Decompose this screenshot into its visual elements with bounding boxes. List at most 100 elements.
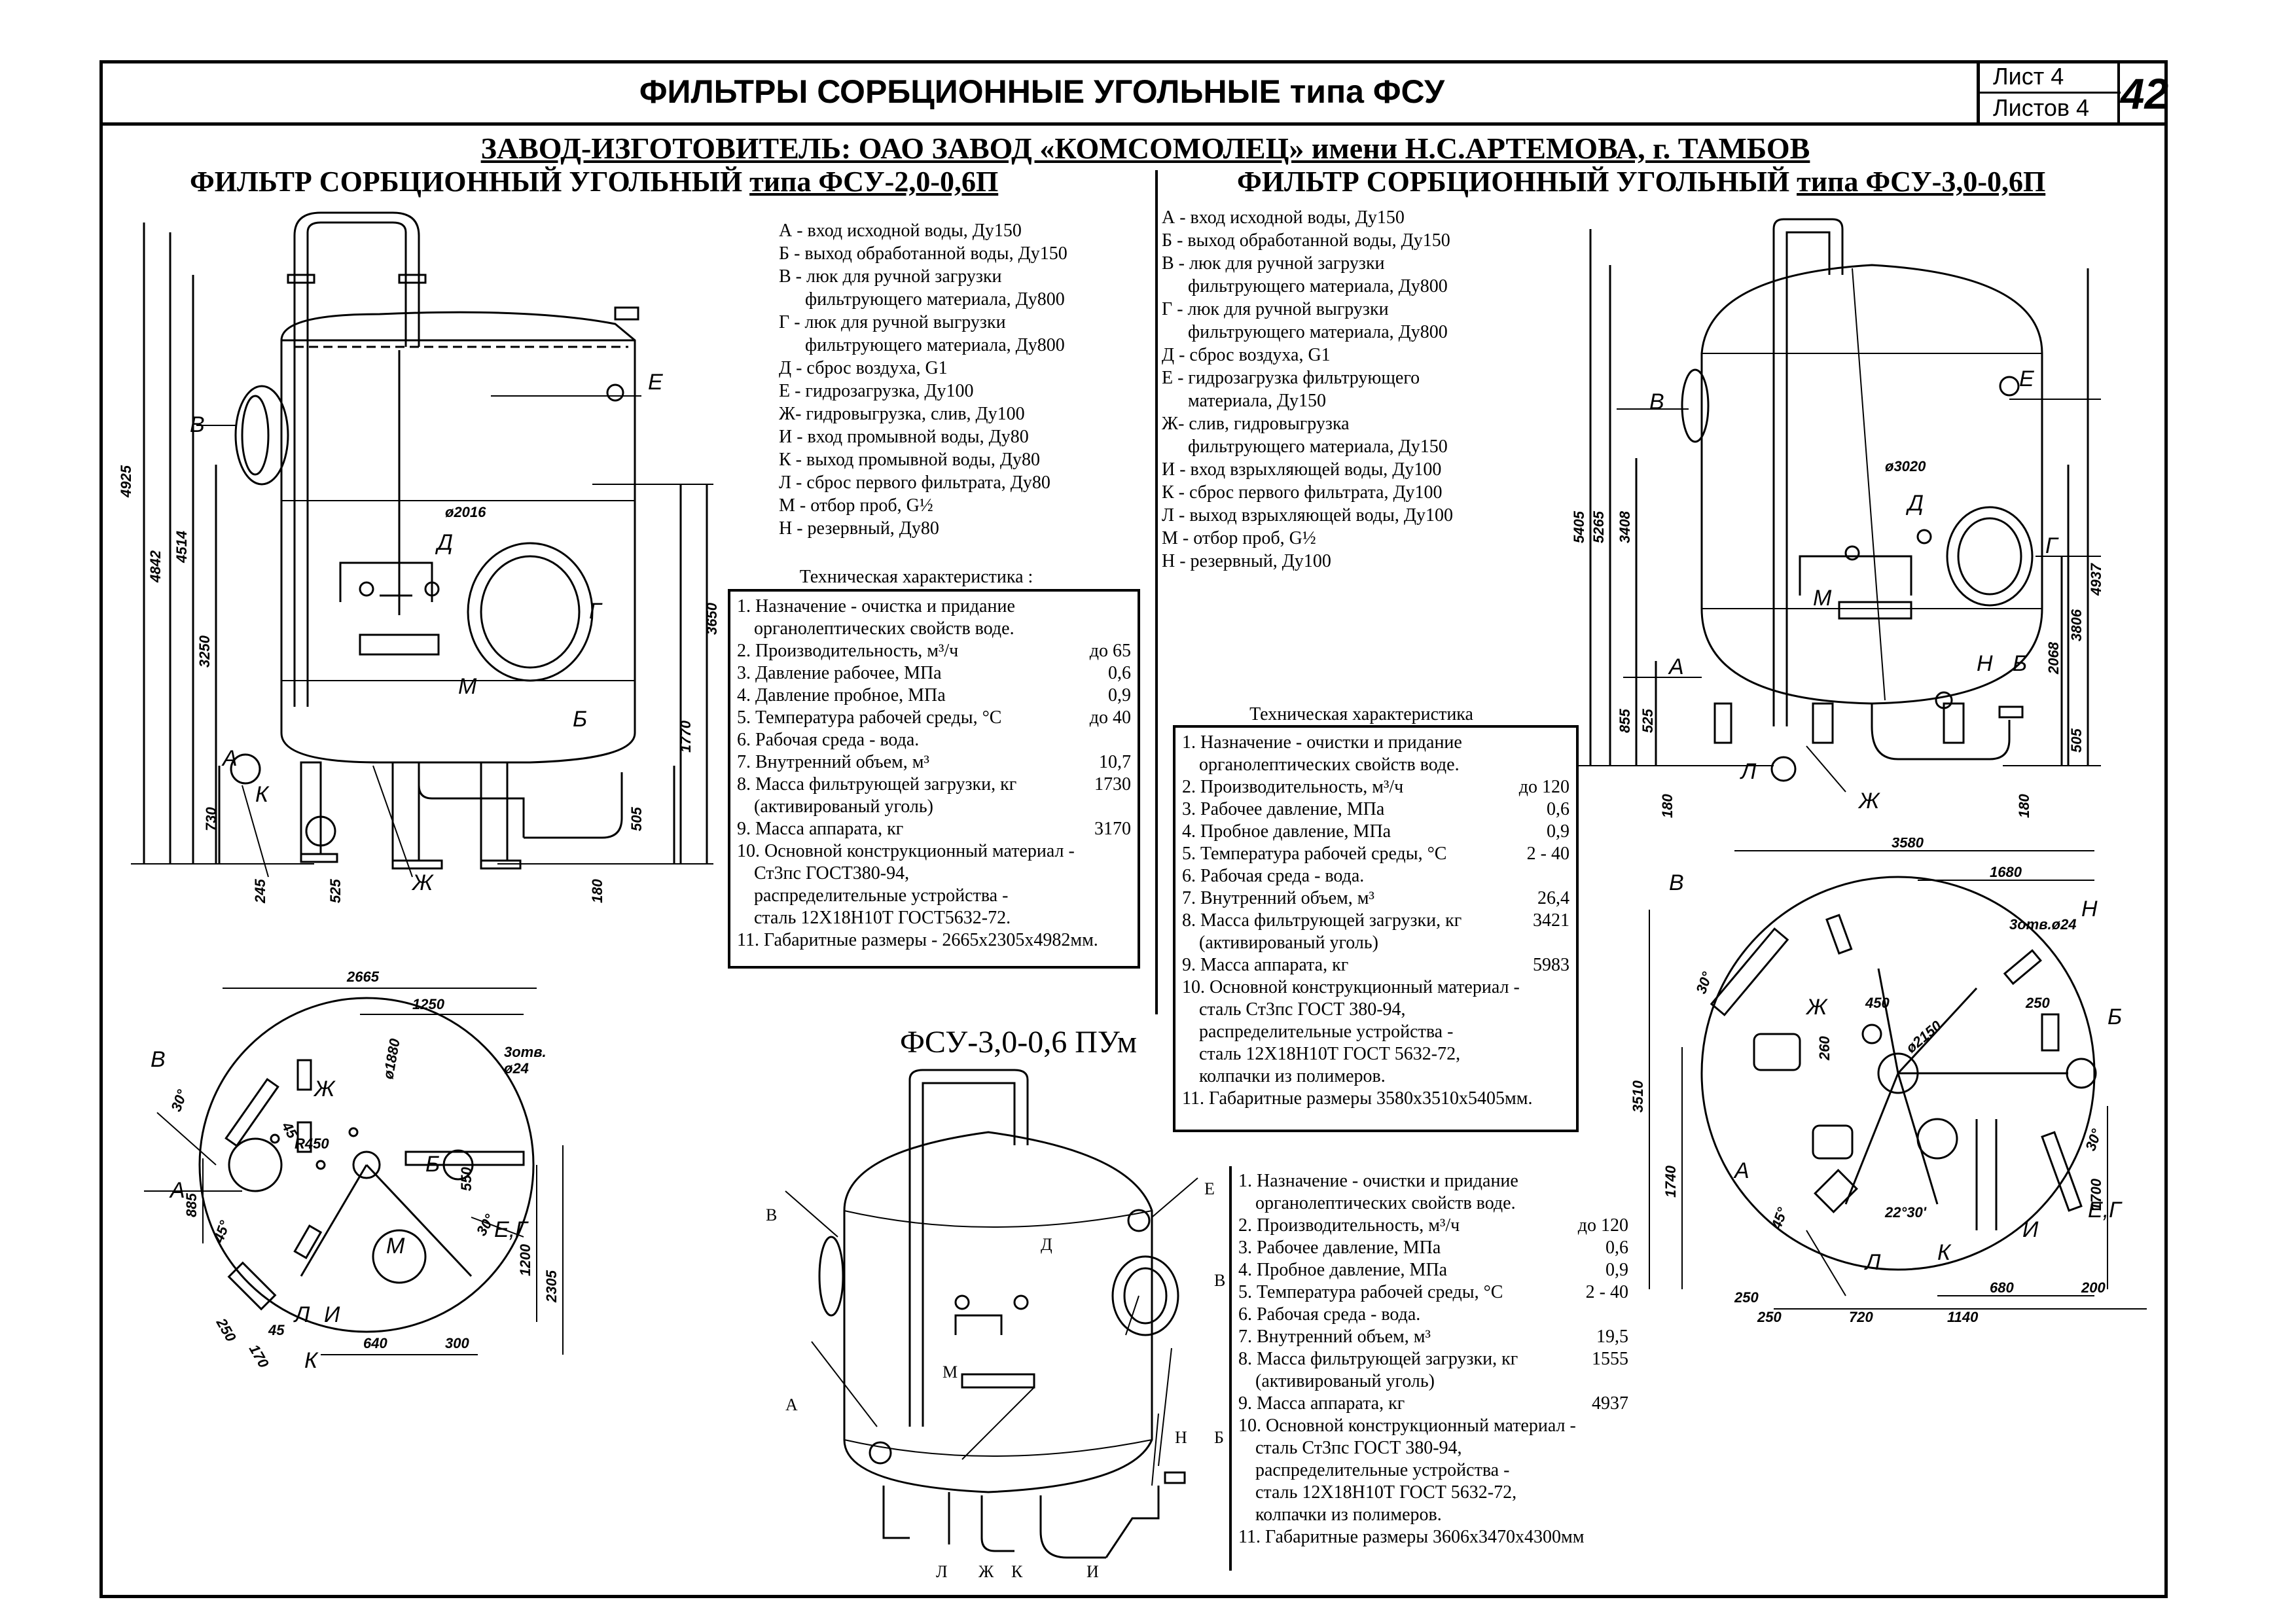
left-dim-h11: 180	[589, 879, 605, 903]
left-title-type: типа ФСУ-2,0-0,6П	[749, 166, 999, 198]
spec-key: 2. Производительность, м³/ч	[1182, 777, 1404, 797]
spec-row: 11. Габаритные размеры 3606х3470х4300мм	[1238, 1526, 1628, 1548]
right-plan-dim-1: 3580	[1892, 838, 1924, 851]
left-plan-dim-11: 640	[363, 1335, 387, 1351]
left-dim-h2: 4842	[147, 550, 164, 583]
sheet-box: Лист 4 Листов 4	[1977, 60, 2168, 126]
left-dim-d: ø2016	[445, 504, 486, 520]
spec-key: 9. Масса аппарата, кг	[1238, 1393, 1405, 1414]
spec-value: 5983	[1533, 955, 1570, 975]
left-label-d: Д	[435, 530, 453, 555]
spec-row: 5. Температура рабочей среды, °С до 40	[737, 707, 1131, 729]
spec-value: 2 - 40	[1585, 1282, 1628, 1302]
left-dim-h10: 505	[628, 807, 645, 831]
spec-key: 9. Масса аппарата, кг	[1182, 955, 1349, 975]
right-label-e: Е	[2019, 366, 2034, 391]
spec-row: 11. Габаритные размеры 3580х3510х5405мм.	[1182, 1088, 1570, 1110]
spec-value: до 40	[1089, 707, 1131, 728]
legend-item: В - люк для ручной загрузки	[779, 266, 1002, 287]
left-plan-dim-10: 2305	[543, 1270, 560, 1303]
spec-key: (активированый уголь)	[1255, 1371, 1435, 1391]
right-dim-h4: 855	[1617, 709, 1633, 733]
legend-item: Д - сброс воздуха, G1	[1162, 345, 1331, 365]
legend-item: И - вход взрыхляющей воды, Ду100	[1162, 459, 1442, 480]
spec-row: 9. Масса аппарата, кг 3170	[737, 818, 1131, 840]
right-plan-dim-18: 45°	[1768, 1205, 1791, 1232]
left-label-v: В	[190, 412, 205, 437]
right-plan-label-b: Б	[2108, 1005, 2122, 1029]
right-plan-label-v: В	[1669, 870, 1684, 895]
legend-item: В - люк для ручной загрузки	[1162, 253, 1385, 274]
spec-key: распределительные устройства -	[1199, 1022, 1454, 1042]
right-dim-h6: 180	[1659, 794, 1676, 818]
left-dim-h6: 1770	[677, 720, 694, 753]
legend-item: Д - сброс воздуха, G1	[779, 358, 948, 378]
spec-key: 8. Масса фильтрующей загрузки, кг	[737, 774, 1017, 794]
right-label-v: В	[1649, 389, 1664, 414]
center-label-m: М	[942, 1363, 958, 1382]
right-plan-dim-6: 260	[1816, 1036, 1833, 1061]
left-label-k: К	[255, 782, 270, 807]
right-spec-caption: Техническая характеристика	[1249, 704, 1473, 724]
right-plan-label-k: К	[1937, 1240, 1952, 1265]
spec-key: 2. Производительность, м³/ч	[1238, 1215, 1460, 1236]
spec-key: 5. Температура рабочей среды, °С	[1182, 844, 1447, 864]
legend-item: А - вход исходной воды, Ду150	[1162, 207, 1405, 228]
legend-item: Н - резервный, Ду100	[1162, 551, 1331, 571]
right-dim-h9: 2068	[2045, 641, 2062, 675]
left-plan-dim-9: 1200	[517, 1243, 533, 1276]
center-title: ФСУ-3,0-0,6 ПУм	[900, 1025, 1138, 1060]
left-plan-dim-3: 3отв.	[504, 1044, 547, 1060]
spec-key: распределительные устройства -	[1255, 1460, 1510, 1480]
left-dim-h8: 245	[252, 879, 268, 904]
spec-row: 10. Основной конструкционный материал -	[1182, 976, 1570, 999]
legend-item: Ж- слив, гидровыгрузка	[1162, 414, 1350, 434]
left-plan-dim-1: 2665	[346, 969, 380, 985]
right-plan-label-eg: Е,Г	[2088, 1198, 2123, 1222]
center-label-i: И	[1086, 1562, 1099, 1581]
spec-key: 11. Габаритные размеры 3580х3510х5405мм.	[1182, 1088, 1533, 1109]
center-label-zh: Ж	[978, 1562, 994, 1581]
spec-key: 5. Температура рабочей среды, °С	[737, 707, 1002, 728]
left-elevation-drawing: В Е Г Д М А Б К Ж ø2016 4925 4842 4514 3…	[118, 211, 720, 904]
left-label-b: Б	[573, 707, 587, 732]
spec-key: сталь Ст3пс ГОСТ 380-94,	[1255, 1438, 1462, 1458]
spec-value: 0,6	[1605, 1238, 1628, 1258]
spec-row: органолептических свойств воде.	[1238, 1192, 1628, 1215]
right-plan-dim-4: 450	[1865, 995, 1890, 1011]
spec-row: 1. Назначение - очистки и придание	[1238, 1170, 1628, 1192]
spec-value: 19,5	[1596, 1327, 1628, 1347]
spec-key: сталь 12Х18Н10Т ГОСТ 5632-72,	[1255, 1482, 1517, 1503]
center-label-v2: В	[1214, 1271, 1225, 1290]
spec-value: 0,9	[1547, 821, 1570, 842]
right-label-b: Б	[2013, 651, 2027, 676]
spec-row: 2. Производительность, м³/ч до 120	[1182, 776, 1570, 798]
legend-item: фильтрующего материала, Ду800	[1188, 322, 1448, 342]
spec-value: до 120	[1518, 777, 1570, 797]
spec-key: колпачки из полимеров.	[1199, 1066, 1386, 1086]
right-elevation-drawing: В Е Г Д М А Н Б Л Ж ø3020 5405 5265 3408…	[1571, 218, 2104, 818]
left-plan-label-a: А	[169, 1178, 185, 1203]
center-label-a: А	[785, 1395, 798, 1414]
spec-value: 3170	[1094, 819, 1131, 839]
spec-row: сталь Ст3пс ГОСТ 380-94,	[1182, 999, 1570, 1021]
spec-key: 9. Масса аппарата, кг	[737, 819, 904, 839]
right-plan-dim-10: 1700	[2088, 1178, 2104, 1211]
legend-item: А - вход исходной воды, Ду150	[779, 221, 1022, 241]
left-plan-label-k: К	[304, 1348, 319, 1373]
left-label-g: Г	[589, 599, 603, 624]
spec-key: 3. Рабочее давление, МПа	[1182, 799, 1385, 819]
left-plan-dim-8: 550	[458, 1167, 475, 1191]
center-label-e: Е	[1204, 1179, 1215, 1198]
right-plan-dim-15: 1140	[1947, 1309, 1979, 1325]
legend-item: Е - гидрозагрузка, Ду100	[779, 381, 974, 401]
center-label-d: Д	[1041, 1235, 1052, 1254]
spec-key: 1. Назначение - очистки и придание	[1182, 732, 1462, 753]
right-plan-dim-16: 250	[1734, 1289, 1759, 1306]
right-plan-dim-5: ø2150	[1903, 1017, 1945, 1056]
